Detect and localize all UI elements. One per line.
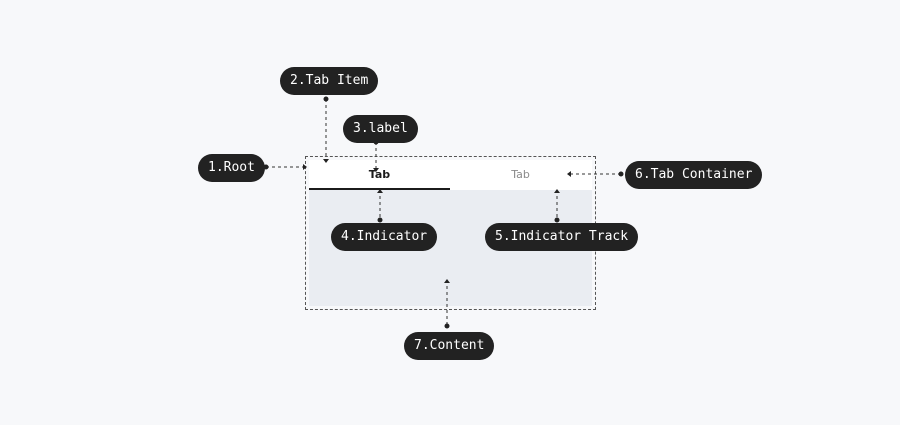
connector-tab-container-arrow: [567, 171, 571, 177]
label-indicator-track: 5.Indicator Track: [485, 223, 639, 251]
connector-indicator-track-dot: [554, 217, 560, 223]
connector-tab-container-dot: [618, 171, 624, 177]
tab-indicator: [309, 188, 450, 190]
label-root: 1.Root: [198, 154, 265, 182]
connector-label-arrow: [373, 168, 379, 172]
connector-content-arrow: [444, 279, 450, 283]
label-tab-container: 6.Tab Container: [625, 161, 763, 189]
connector-indicator-dot: [377, 217, 383, 223]
tab-container: Tab Tab: [309, 160, 592, 190]
tab-item-active[interactable]: Tab: [368, 168, 391, 181]
connector-content-dot: [444, 323, 450, 329]
connector-indicator-track-arrow: [554, 189, 560, 193]
label-indicator: 4.Indicator: [331, 223, 438, 251]
connector-tab-item-arrow: [323, 159, 329, 163]
connector-root-arrow: [303, 164, 307, 170]
connector-indicator-arrow: [377, 189, 383, 193]
label-tab-item: 2.Tab Item: [280, 67, 379, 95]
tab-item-inactive[interactable]: Tab: [511, 168, 530, 181]
label-label: 3.label: [343, 115, 418, 143]
label-content: 7.Content: [404, 332, 495, 360]
connector-tab-item-dot: [323, 96, 329, 102]
